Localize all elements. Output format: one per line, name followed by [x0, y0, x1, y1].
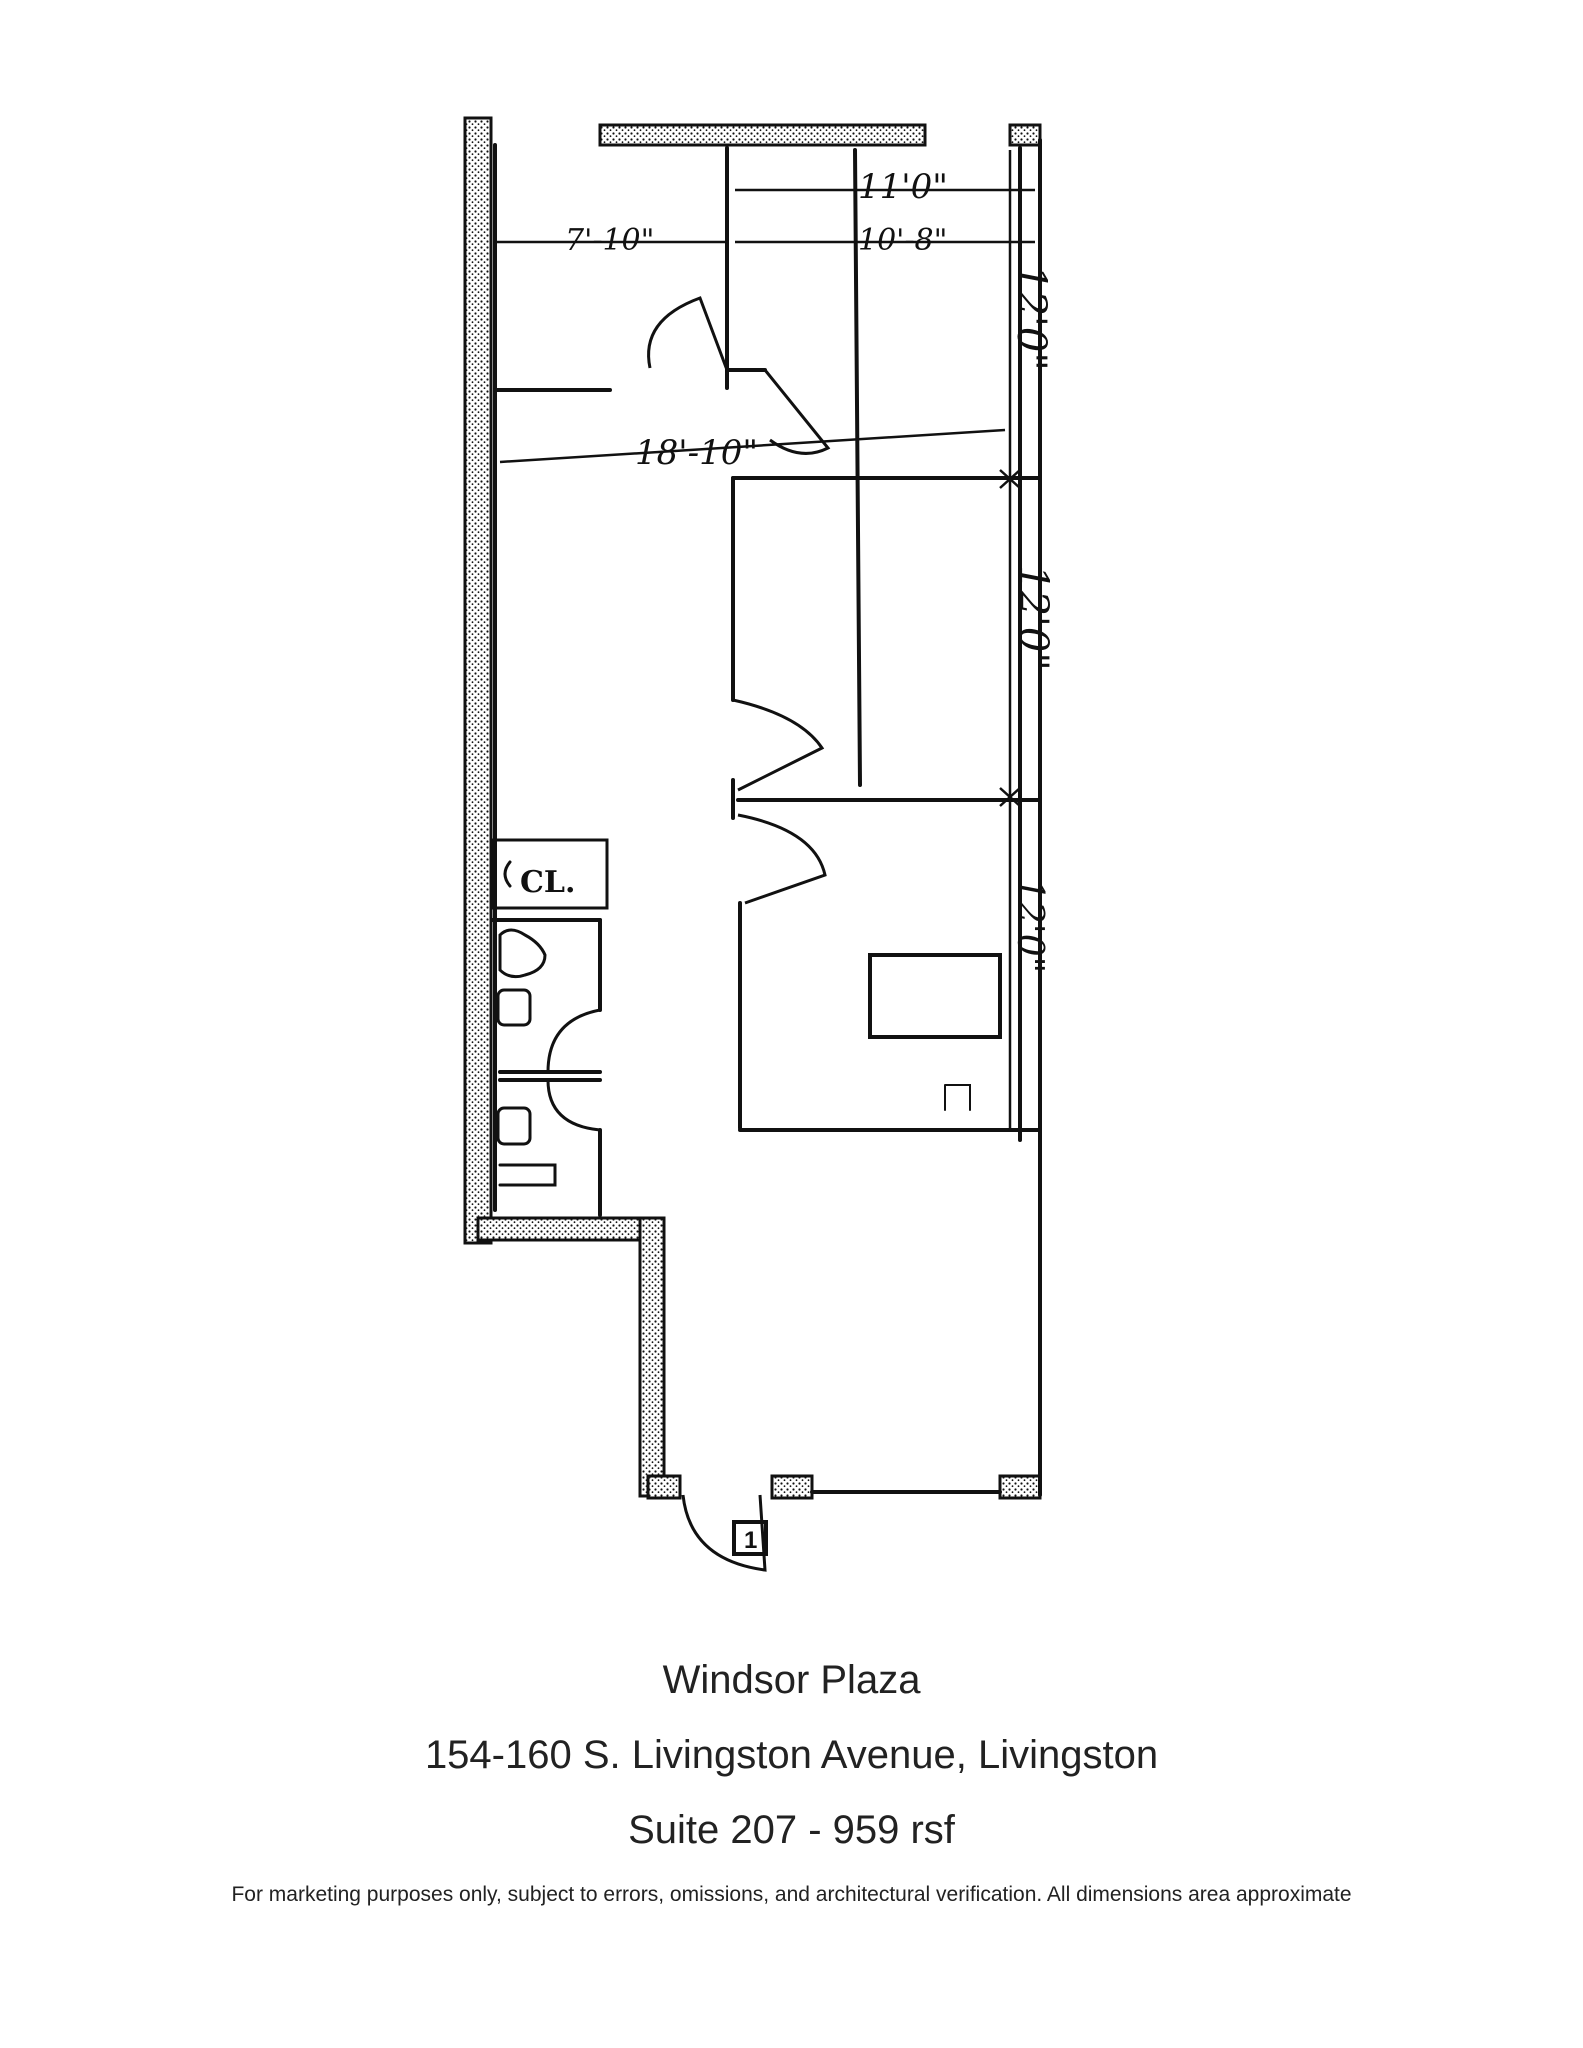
door-swings — [546, 296, 831, 1572]
entry-marker-label: 1 — [744, 1527, 757, 1554]
closet-rod — [503, 860, 512, 888]
closet — [490, 838, 609, 910]
bottom-wall-right — [770, 1474, 814, 1500]
door-swing-bath — [546, 1008, 601, 1132]
counter — [868, 953, 1002, 1039]
dimension-lines — [495, 150, 1035, 1130]
door-swing-entry — [681, 1494, 767, 1572]
entry-marker-box — [732, 1520, 768, 1556]
top-wall — [598, 123, 927, 147]
chair — [944, 1084, 971, 1111]
dim-tick-1 — [999, 469, 1021, 489]
closet-label: CL. — [520, 865, 575, 900]
lower-left-wall — [638, 1216, 666, 1498]
exterior-walls — [463, 116, 1042, 1500]
bottom-wall-far-right — [998, 1474, 1042, 1500]
dim-tick-2 — [999, 787, 1021, 807]
sink-upper — [496, 988, 532, 1027]
dim-label-upper-depth: 12'0" — [1008, 265, 1054, 371]
dim-label-left-room: 7'-10" — [565, 223, 654, 258]
toilet-lower — [498, 1163, 557, 1187]
sink-lower — [496, 1106, 532, 1146]
interior-lines — [490, 138, 1042, 1497]
bottom-wall-left — [646, 1474, 682, 1500]
property-title: Windsor Plaza — [662, 1658, 921, 1702]
left-wall — [463, 116, 493, 1245]
top-wall-right — [1008, 123, 1042, 147]
door-swing-upper — [647, 296, 729, 371]
toilet-upper — [498, 928, 547, 979]
door-swing-room2-a — [732, 698, 825, 792]
dim-label-overall: 18'-10" — [635, 433, 758, 473]
dim-label-middle-depth: 12'0" — [1010, 565, 1056, 671]
step-wall-horizontal — [476, 1216, 666, 1242]
disclaimer: For marketing purposes only, subject to … — [231, 1883, 1352, 1906]
dim-label-top-right: 11'0" — [858, 167, 948, 207]
dim-overall — [499, 428, 1006, 464]
middle-vertical — [853, 148, 862, 787]
dim-label-mid: 10'-8" — [858, 223, 947, 258]
door-swing-room2-b — [737, 813, 827, 905]
property-address: 154-160 S. Livingston Avenue, Livingston — [424, 1733, 1159, 1777]
dim-label-lower-depth: 12'0" — [1009, 878, 1050, 973]
dimension-labels: 11'0" 7'-10" 10'-8" 18'-10" 12'0" 12'0" … — [520, 167, 1056, 973]
suite-info: Suite 207 - 959 rsf — [628, 1808, 955, 1852]
